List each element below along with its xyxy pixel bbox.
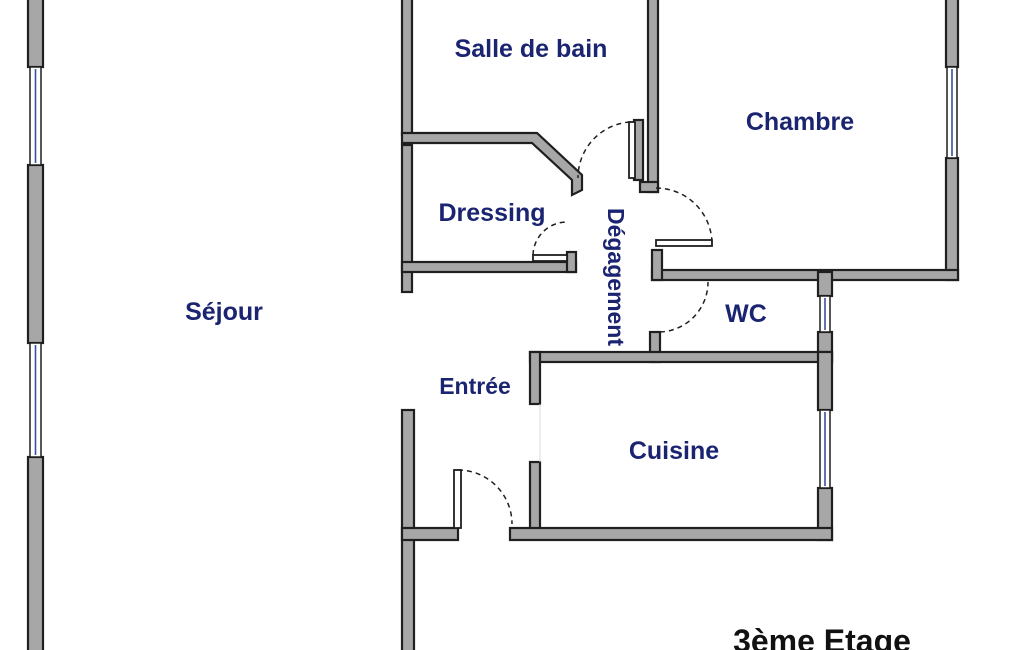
kitchen-walls xyxy=(508,350,834,542)
bathroom-door[interactable] xyxy=(577,121,636,179)
label-dressing: Dressing xyxy=(439,199,546,227)
label-degagement: Dégagement xyxy=(603,208,629,346)
window-kitchen xyxy=(819,409,831,489)
floor-level-label: 3ème Etage xyxy=(733,623,911,650)
bedroom-walls xyxy=(638,0,960,282)
label-chambre: Chambre xyxy=(746,108,854,136)
wc-door[interactable] xyxy=(659,281,709,333)
label-sejour: Séjour xyxy=(185,298,263,326)
window-left-top xyxy=(29,66,42,166)
entrance-walls xyxy=(400,408,460,650)
label-cuisine: Cuisine xyxy=(629,437,719,465)
window-left-bottom xyxy=(29,342,42,458)
label-salle-de-bain: Salle de bain xyxy=(455,35,608,63)
entrance-door[interactable] xyxy=(453,469,513,529)
window-wc xyxy=(819,295,831,333)
dressing-door[interactable] xyxy=(532,221,568,262)
label-wc: WC xyxy=(725,300,767,328)
window-bedroom xyxy=(946,66,958,159)
label-entree: Entrée xyxy=(439,373,511,399)
bathroom-walls xyxy=(400,0,660,294)
bedroom-door[interactable] xyxy=(655,187,713,247)
wc-walls xyxy=(528,270,834,364)
